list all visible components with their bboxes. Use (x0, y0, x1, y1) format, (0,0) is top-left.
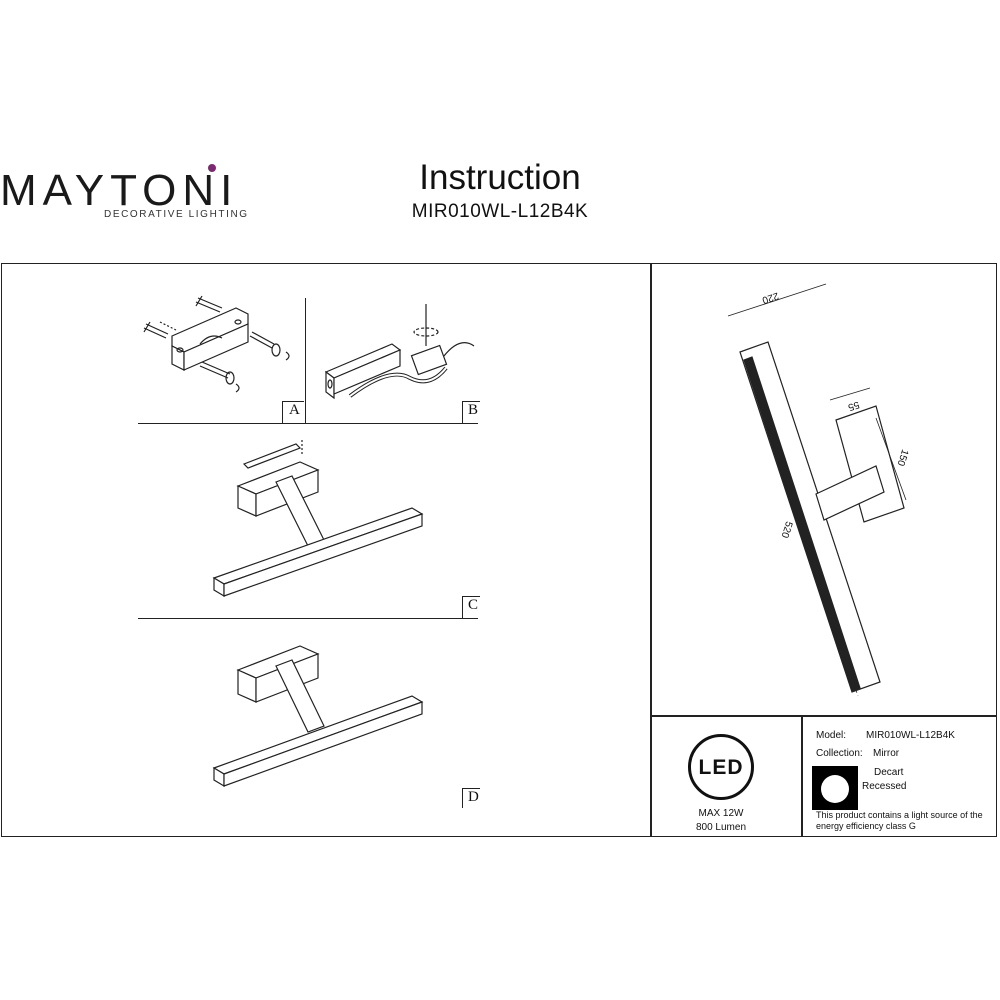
led-power: MAX 12W (698, 808, 744, 819)
step-label-d: D (462, 788, 480, 808)
spec-column-divider (801, 715, 803, 837)
recessed-icon (812, 766, 858, 810)
spec-type-decart: Decart (874, 767, 904, 778)
page-title: Instruction (419, 158, 581, 197)
brand-name: MAYTONI (0, 166, 239, 215)
model-heading: MIR010WL-L12B4K (411, 201, 589, 222)
spec-collection-value: Mirror (873, 748, 900, 759)
instruction-frame (1, 263, 997, 837)
step-divider-ab (305, 298, 306, 424)
spec-type-recessed: Recessed (862, 781, 907, 792)
brand-tagline: DECORATIVE LIGHTING (104, 209, 249, 220)
brand-logo: MAYTONI (0, 164, 239, 216)
step-divider-row2 (138, 618, 478, 619)
energy-line-2: energy efficiency class G (816, 821, 916, 831)
step-label-a: A (282, 401, 304, 423)
step-label-c: C (462, 596, 480, 618)
spec-model-value: MIR010WL-L12B4K (866, 730, 955, 741)
step-divider-row1 (138, 423, 478, 424)
led-lumen: 800 Lumen (695, 822, 747, 833)
led-badge-text: LED (698, 756, 744, 779)
logo-dot (208, 164, 216, 172)
frame-divider (650, 263, 652, 837)
energy-line-1: This product contains a light source of … (816, 810, 983, 820)
spec-divider (650, 715, 997, 717)
spec-model-label: Model: (816, 730, 847, 741)
step-label-b: B (462, 401, 480, 423)
spec-collection-label: Collection: (816, 748, 863, 759)
led-badge-circle (688, 734, 754, 800)
